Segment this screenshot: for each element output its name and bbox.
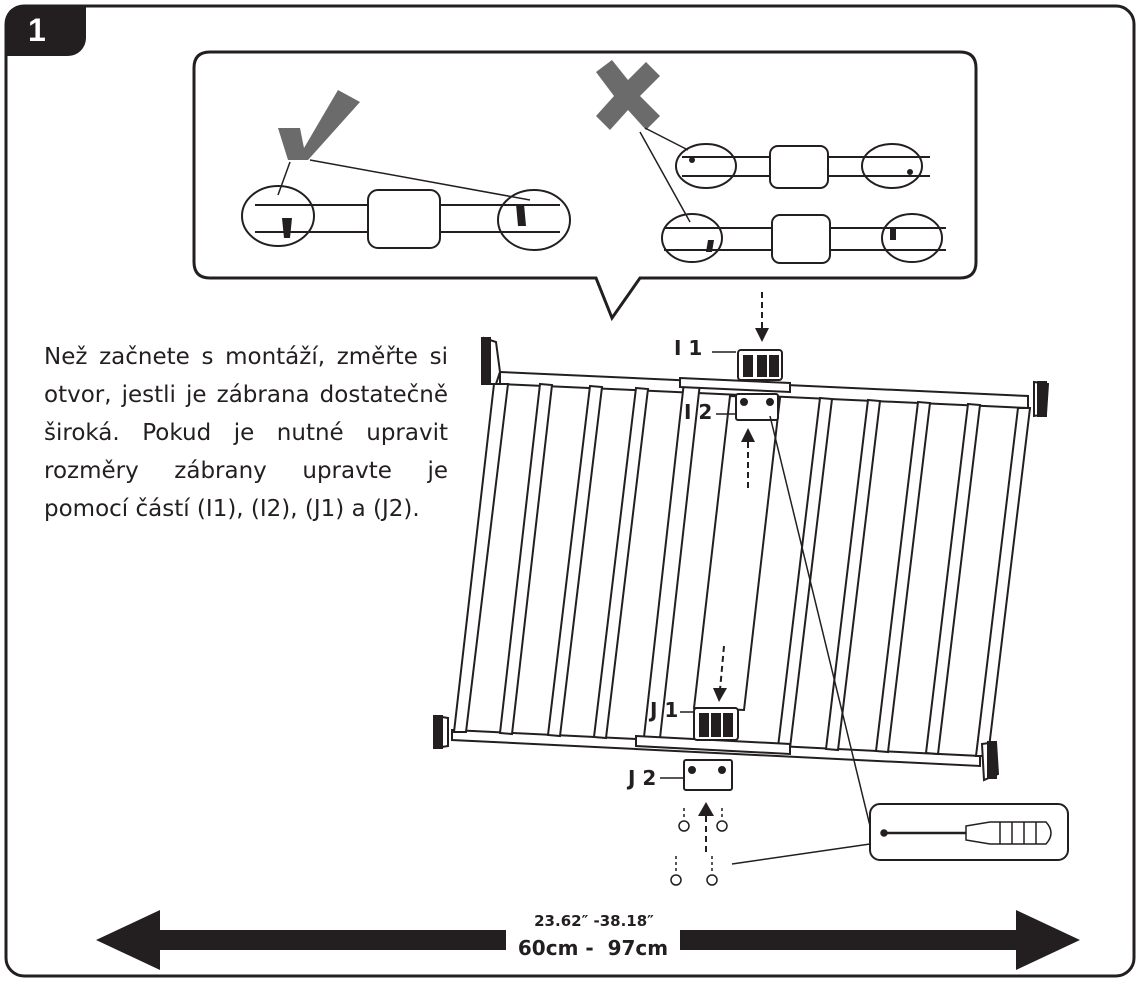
wall-cup-bottom-left: [433, 714, 449, 750]
screwdriver-icon: [880, 821, 1052, 845]
part-j1-bracket: [693, 707, 739, 741]
label-i1: I 1: [674, 336, 703, 360]
check-mark-icon: [278, 90, 360, 160]
dimension-inches: 23.62″ -38.18″: [534, 912, 654, 930]
screws: [670, 820, 728, 886]
wall-cup-bottom-right: [980, 740, 1000, 782]
insert-arrow-j2: [698, 802, 714, 852]
width-arrow-left: [96, 910, 506, 970]
label-i2: I 2: [684, 400, 713, 424]
panel-border: [4, 4, 1136, 978]
width-arrow-right: [680, 910, 1080, 970]
wall-cup-top-right: [1033, 380, 1050, 418]
step-badge: 1: [6, 6, 86, 56]
safety-gate: [451, 370, 1032, 768]
part-j2-plate: [683, 759, 733, 791]
part-i2-plate: [735, 393, 779, 421]
label-j1: J 1: [650, 698, 679, 722]
incorrect-assembly-detail-top: [675, 143, 930, 189]
step-number: 1: [28, 12, 46, 48]
dimension-cm: 60cm - 97cm: [517, 936, 669, 960]
correct-assembly-detail: [241, 185, 571, 251]
instruction-text: Než začnete s montáží, změřte si otvor, …: [44, 344, 448, 522]
incorrect-assembly-detail-bottom: [661, 213, 946, 264]
detail-callout-bubble: [192, 50, 978, 322]
cross-mark-icon: [596, 60, 660, 130]
insert-arrow-i2: [741, 428, 755, 488]
insert-arrow-j1: [713, 645, 727, 702]
insert-arrow-top: [755, 292, 769, 342]
part-i1-bracket: [737, 349, 783, 381]
label-j2: J 2: [628, 766, 657, 790]
wall-cup-top-left: [481, 336, 502, 385]
